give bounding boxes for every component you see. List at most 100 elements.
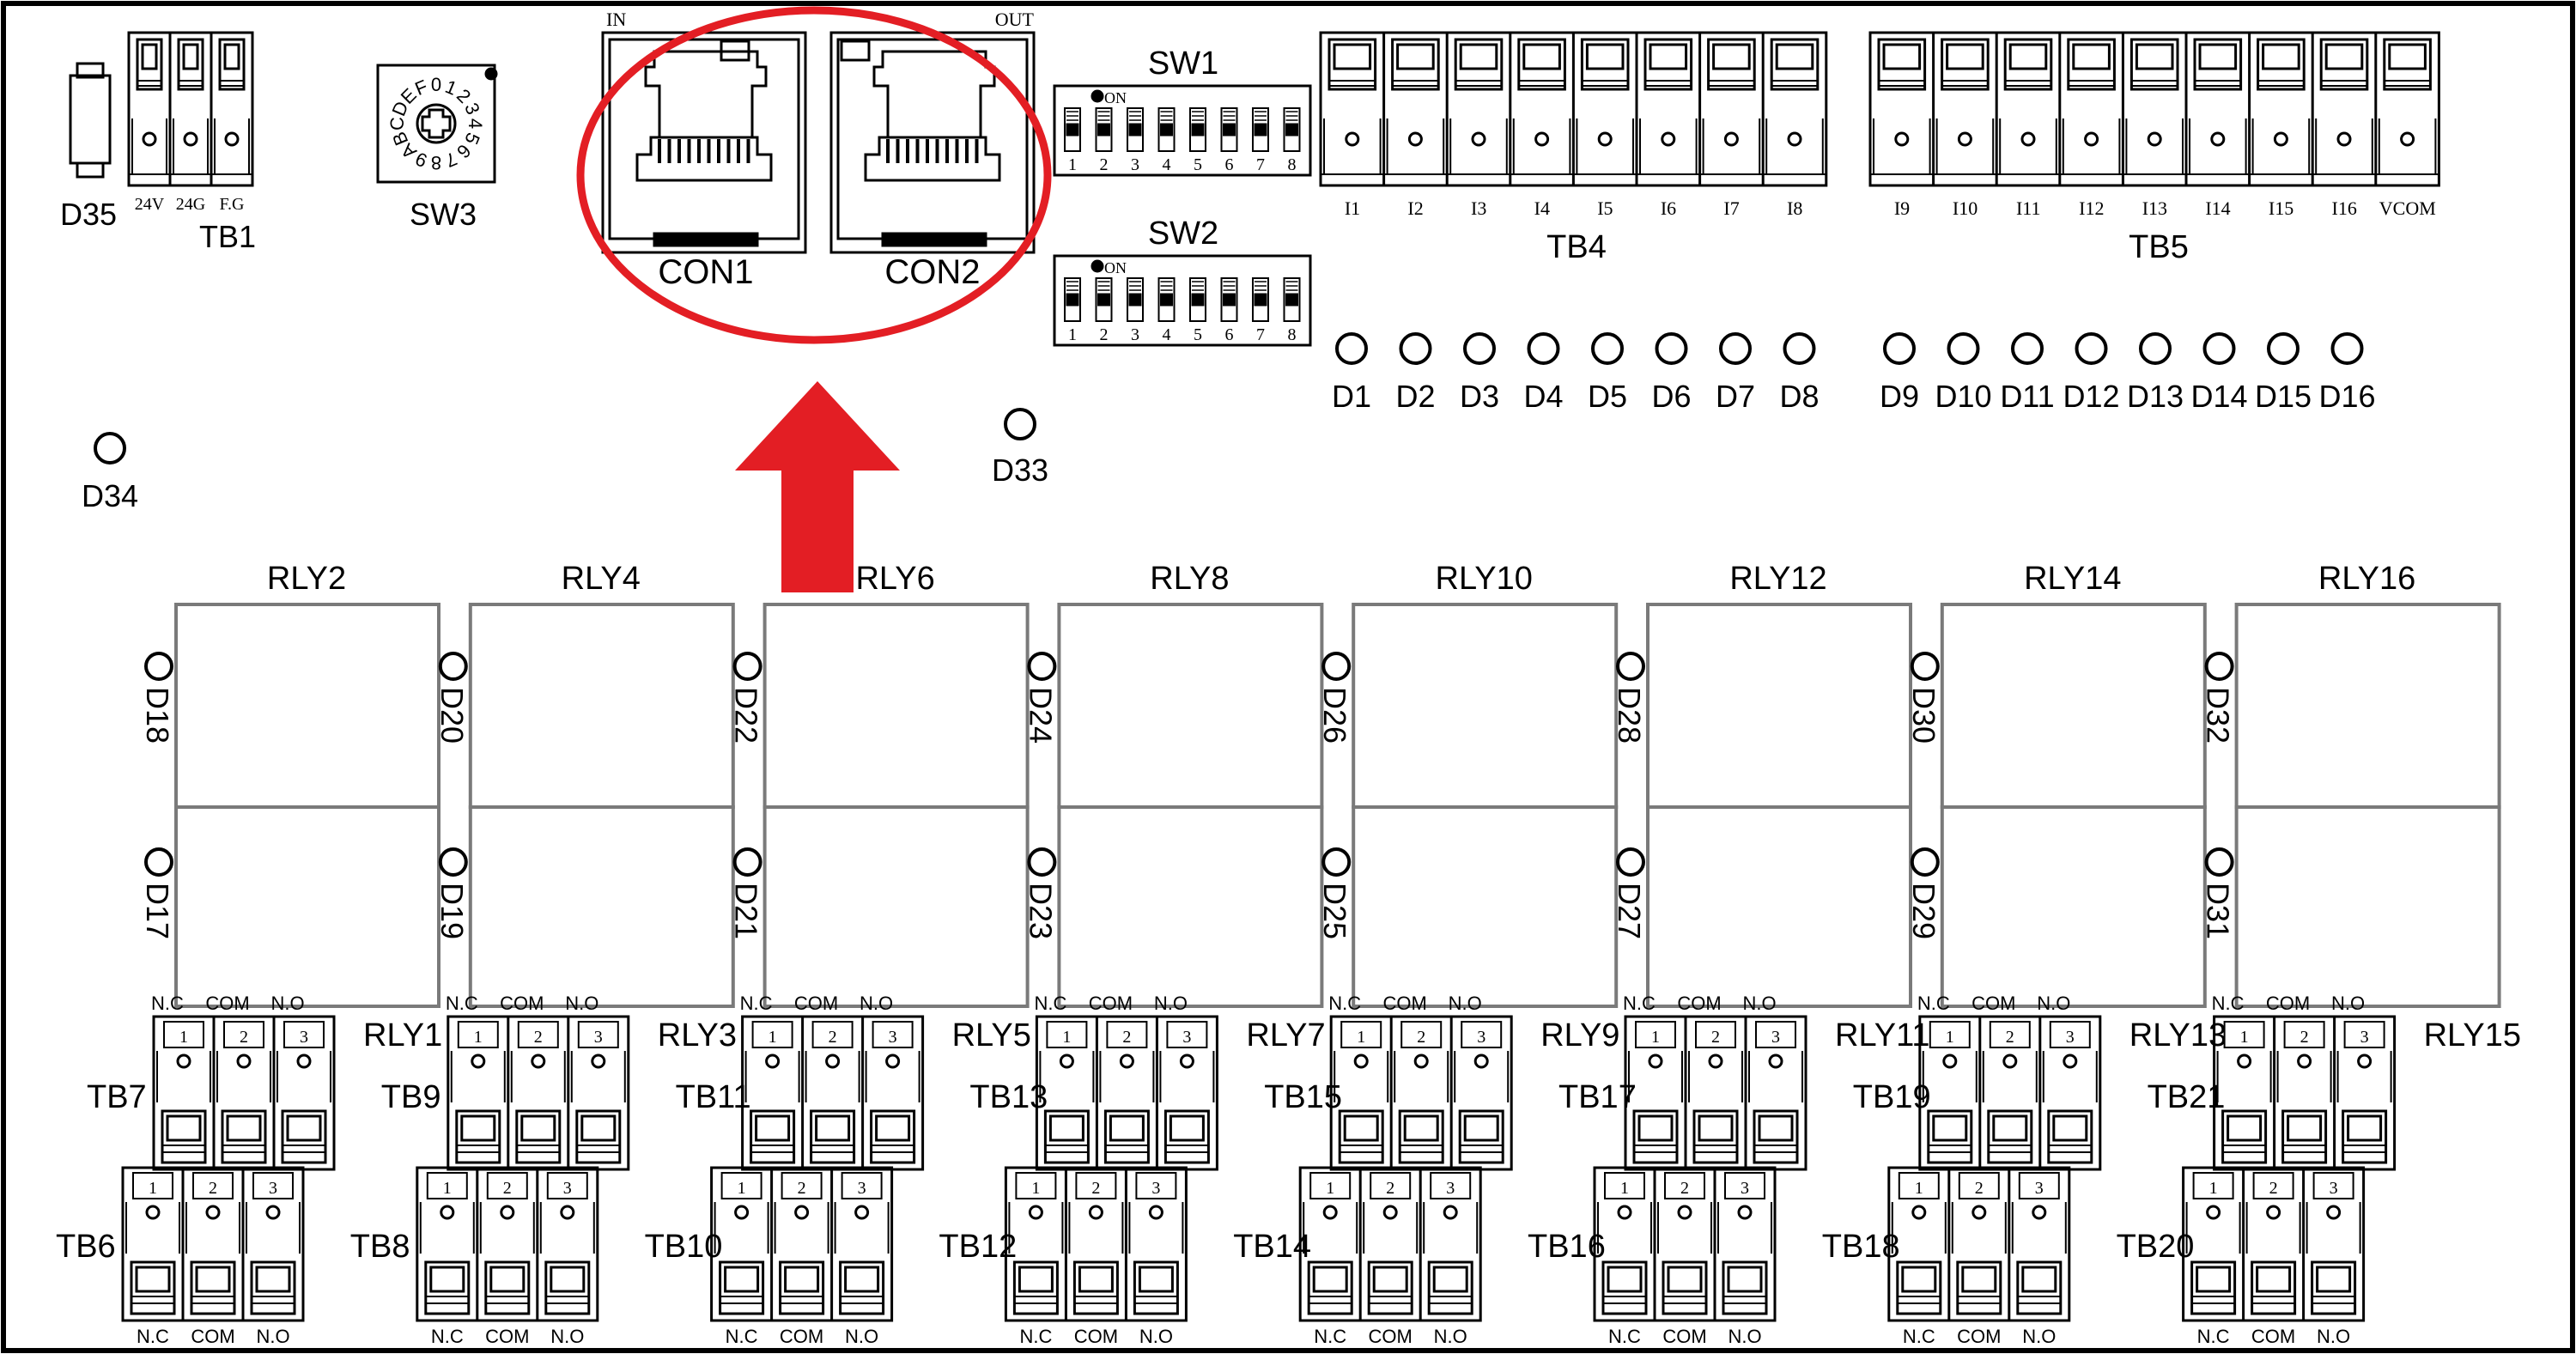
pin-number-box [1340, 1021, 1382, 1048]
screw-hole [1787, 131, 1802, 147]
dip-position-number: 5 [1194, 325, 1202, 344]
terminal-tb11-pin-1: 1 [744, 1021, 800, 1164]
pin-number: 2 [1122, 1028, 1131, 1047]
pin-number: 1 [2240, 1028, 2249, 1047]
screw-housing [750, 1109, 796, 1164]
dip-lever [1191, 293, 1205, 307]
pin-number-box [1724, 1172, 1765, 1199]
dip-slot [1252, 277, 1269, 322]
led-d14 [2202, 332, 2236, 365]
terminal-tb7-pin-3: 3 [272, 1017, 331, 1169]
screw-housing [1307, 1260, 1353, 1315]
contact-label: N.O [270, 993, 304, 1014]
led-d34 [94, 432, 126, 464]
led-d4 [1527, 332, 1560, 365]
contact-label: N.C [1314, 1326, 1346, 1347]
screw-hole [2020, 131, 2036, 147]
terminal-tb14-pin-3: 3N.O [1419, 1168, 1479, 1347]
pin-number: 3 [889, 1028, 897, 1047]
terminal-tb4-pin-4 [1509, 33, 1574, 185]
relay-label-top: RLY6 [855, 561, 934, 597]
screw-housing [2311, 1260, 2357, 1315]
rj45-latch [644, 50, 768, 139]
screw-slot [2316, 1266, 2352, 1293]
screw-slot [1637, 1114, 1674, 1142]
pin-number-box [781, 1172, 823, 1199]
tb5-pin-label: I12 [2079, 197, 2104, 219]
terminal-tb5-pin-6 [2184, 33, 2250, 185]
screw-housing [177, 38, 204, 91]
tb5-pin-label: I16 [2332, 197, 2357, 219]
led-d9 [1883, 332, 1916, 365]
led-d12 [2075, 332, 2108, 365]
contact-label: COM [1074, 1326, 1118, 1347]
screw-housing [1753, 1109, 1799, 1164]
screw-slot [226, 1114, 262, 1142]
led-d20 [438, 652, 468, 681]
dip-switch-sw1-switch-2: 2 [1095, 107, 1113, 174]
rj45-tab [653, 232, 759, 247]
tb4-pin-label: I3 [1471, 197, 1486, 219]
screw-hole [1617, 1205, 1632, 1220]
terminal-tb8-pin-1: 1N.C [419, 1172, 475, 1347]
terminal-label-lower: TB20 [2117, 1229, 2195, 1265]
led-label-rotated: D26 [1317, 687, 1352, 744]
led-label-rotated: D28 [1612, 687, 1647, 744]
terminal-tb5-pin-4 [2058, 33, 2123, 185]
screw-slot [1432, 1266, 1468, 1293]
pin-number-box [1461, 1021, 1503, 1048]
screw-slot [2198, 43, 2238, 70]
led-d24 [1027, 652, 1057, 681]
screw-housing [1987, 1109, 2033, 1164]
terminal-tb12-pin-1: 1N.C [1008, 1172, 1064, 1347]
contact-label: COM [1971, 993, 2015, 1014]
screw-housing [1601, 1260, 1648, 1315]
terminal-tb10-pin-3: 3N.O [830, 1168, 890, 1347]
screw-hole [1677, 1205, 1692, 1220]
screw-hole [734, 1205, 750, 1220]
screw-housing [2257, 38, 2306, 91]
contact-label: N.O [2317, 1326, 2350, 1347]
terminal-tb8-frame [416, 1166, 599, 1322]
led-label: D7 [1716, 379, 1755, 414]
pin-number: 1 [738, 1179, 746, 1198]
led-d15 [2267, 332, 2300, 365]
pin-number-box [1989, 1021, 2031, 1048]
screw-housing [455, 1109, 501, 1164]
led-label: D14 [2190, 379, 2247, 414]
pin-number: 2 [1386, 1179, 1394, 1198]
relay-rly11 [1646, 805, 1912, 1008]
tb1-pin-label: F.G [220, 195, 245, 214]
dip-position-number: 3 [1131, 155, 1139, 174]
screw-slot [1712, 43, 1751, 70]
dip-lever [1285, 293, 1298, 307]
led-d2 [1399, 332, 1432, 365]
dip-position-number: 8 [1288, 325, 1297, 344]
screw-hole [1088, 1205, 1103, 1220]
screw-slot [784, 1266, 820, 1293]
contact-label: N.C [151, 993, 184, 1014]
terminal-tb1-pin-1 [129, 38, 170, 175]
relay-rly4 [468, 603, 735, 809]
terminal-label-upper: TB11 [676, 1079, 751, 1115]
terminal-label-lower: TB16 [1528, 1229, 1606, 1265]
tb4-pin-label: I7 [1723, 197, 1739, 219]
sw3-dial-digit: C [386, 117, 408, 131]
led-d7 [1719, 332, 1752, 365]
terminal-tb13-pin-2: 2 [1095, 1017, 1155, 1169]
contact-label: N.C [1903, 1326, 1935, 1347]
contact-label: N.C [431, 1326, 464, 1347]
contact-label: N.C [1328, 993, 1361, 1014]
terminal-tb6-frame [121, 1166, 305, 1322]
led-label-rotated: D17 [140, 883, 175, 939]
dip-slot [1095, 107, 1113, 152]
screw-housing [2193, 38, 2243, 91]
terminal-tb15-pin-1: 1 [1334, 1021, 1389, 1164]
